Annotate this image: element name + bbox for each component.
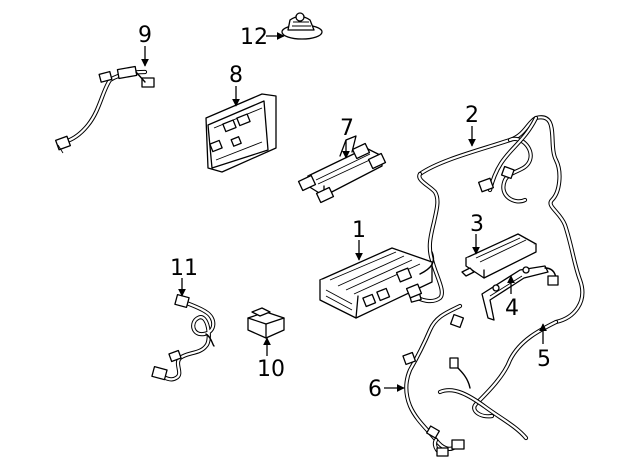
- part-1-unit: [319, 247, 435, 319]
- part-10-connector: [247, 307, 285, 339]
- callout-9: 9: [138, 23, 152, 67]
- callout-2-label: 2: [465, 103, 479, 128]
- part-11-harness: [151, 293, 216, 382]
- part-4-bracket: [481, 265, 559, 321]
- part-3-module: [461, 233, 537, 279]
- callout-7-label: 7: [340, 116, 354, 141]
- callout-10-label: 10: [257, 357, 285, 382]
- callout-12: 12: [240, 25, 285, 50]
- callout-1-label: 1: [352, 218, 366, 243]
- part-2-harness: [408, 115, 585, 325]
- part-7-bracket: [297, 135, 387, 204]
- callout-3: 3: [470, 212, 484, 255]
- callout-4-label: 4: [505, 296, 519, 321]
- callout-10: 10: [257, 337, 285, 382]
- callout-6-label: 6: [368, 377, 382, 402]
- callout-11: 11: [170, 256, 198, 297]
- callout-8: 8: [229, 63, 243, 107]
- callout-11-label: 11: [170, 256, 198, 281]
- part-12-connector: [281, 12, 323, 40]
- part-6-harness: [402, 303, 529, 457]
- callout-1: 1: [352, 218, 366, 261]
- callout-9-label: 9: [138, 23, 152, 48]
- callout-3-label: 3: [470, 212, 484, 237]
- callout-5: 5: [537, 323, 551, 372]
- callout-4: 4: [505, 275, 519, 321]
- callout-5-label: 5: [537, 347, 551, 372]
- callout-6: 6: [368, 377, 405, 402]
- callout-12-label: 12: [240, 25, 268, 50]
- callout-7: 7: [340, 116, 354, 159]
- part-9-harness: [55, 65, 155, 154]
- part-5-harness: [472, 319, 559, 419]
- part-8-bracket: [205, 93, 277, 173]
- callout-2: 2: [465, 103, 479, 147]
- callout-8-label: 8: [229, 63, 243, 88]
